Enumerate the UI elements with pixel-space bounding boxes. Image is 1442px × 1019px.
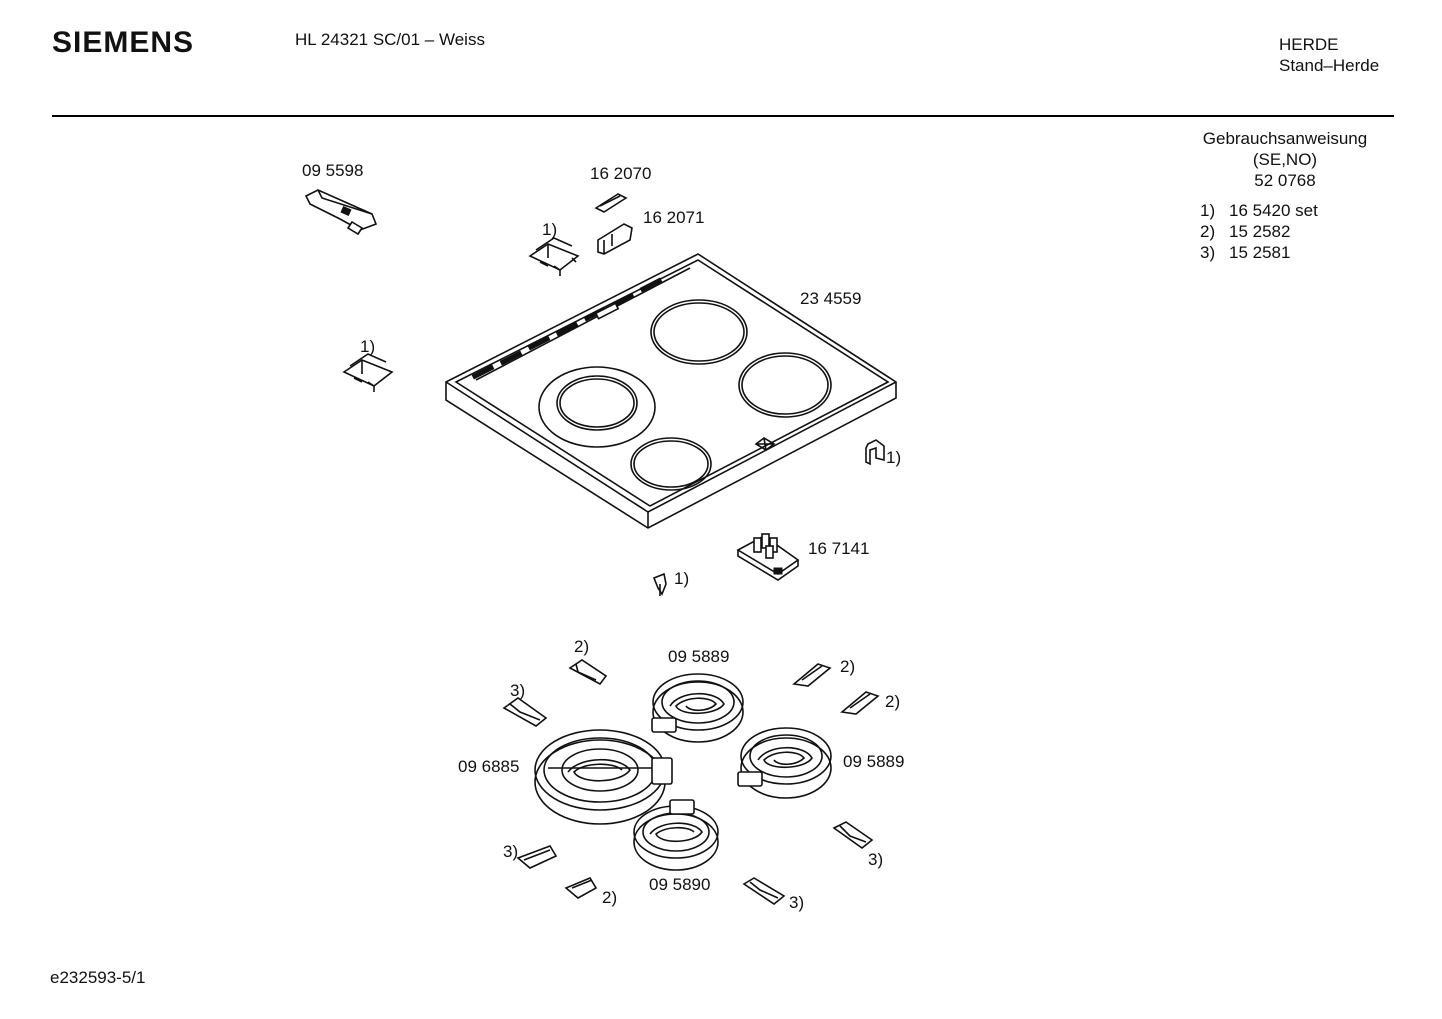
part-096885-element-drawing xyxy=(534,729,673,825)
part-label-095889-top: 09 5889 xyxy=(668,647,730,666)
part-167141-drawing xyxy=(736,533,800,581)
clip-3-c-drawing xyxy=(832,821,874,850)
category-block: HERDE Stand–Herde xyxy=(1279,34,1379,76)
brand-logo: SIEMENS xyxy=(52,26,195,59)
diagram-code: e232593-5/1 xyxy=(50,968,146,987)
part-162070-drawing xyxy=(594,193,628,213)
clip-3-b-drawing xyxy=(516,845,558,869)
part-label-234559: 23 4559 xyxy=(800,289,862,308)
clip-2-a-drawing xyxy=(568,659,608,686)
manual-languages: (SE,NO) xyxy=(1252,150,1318,169)
ref-marker-1: 1) xyxy=(360,337,376,356)
legend-item: 1) 16 5420 set xyxy=(1200,200,1318,221)
legend-item: 2) 15 2582 xyxy=(1200,221,1318,242)
legend-item: 3) 15 2581 xyxy=(1200,242,1318,263)
clip-2-c-drawing xyxy=(840,691,880,715)
part-234559-hob-drawing xyxy=(445,253,897,529)
clip-1-right-drawing xyxy=(865,439,885,466)
legend-value: 16 5420 set xyxy=(1229,201,1318,220)
part-095598-drawing xyxy=(304,189,378,236)
part-label-167141: 16 7141 xyxy=(808,539,870,558)
clip-3-a-drawing xyxy=(502,697,548,727)
part-label-096885: 09 6885 xyxy=(458,757,520,776)
part-label-162071: 16 2071 xyxy=(643,208,705,227)
ref-marker-1: 1) xyxy=(674,569,690,588)
bracket-1-top-drawing xyxy=(528,237,580,276)
part-095889-top-element-drawing xyxy=(651,673,744,743)
ref-marker-3: 3) xyxy=(868,850,884,869)
ref-marker-1: 1) xyxy=(886,448,902,467)
legend-key: 3) xyxy=(1200,243,1216,262)
clip-2-d-drawing xyxy=(564,876,598,899)
ref-marker-3: 3) xyxy=(503,842,519,861)
part-label-162070: 16 2070 xyxy=(590,164,652,183)
part-095890-element-drawing xyxy=(633,799,719,871)
ref-marker-3: 3) xyxy=(510,681,526,700)
ref-marker-2: 2) xyxy=(574,637,590,656)
clip-1-bottom-drawing xyxy=(652,572,667,596)
part-label-095598: 09 5598 xyxy=(302,161,364,180)
legend-key: 1) xyxy=(1200,201,1216,220)
ref-marker-3: 3) xyxy=(789,893,805,912)
manual-number: 52 0768 xyxy=(1254,171,1316,190)
model-title: HL 24321 SC/01 – Weiss xyxy=(295,30,485,49)
part-label-095890: 09 5890 xyxy=(649,875,711,894)
ref-marker-1: 1) xyxy=(542,220,558,239)
part-162071-drawing xyxy=(597,223,633,255)
part-label-095889-right: 09 5889 xyxy=(843,752,905,771)
ref-marker-2: 2) xyxy=(840,657,856,676)
bracket-1-left-drawing xyxy=(342,353,394,392)
ref-marker-2: 2) xyxy=(885,692,901,711)
ref-marker-2: 2) xyxy=(602,888,618,907)
category-line-1: HERDE xyxy=(1279,35,1339,54)
manual-title: Gebrauchsanweisung xyxy=(1202,129,1368,148)
part-095889-right-element-drawing xyxy=(737,727,832,799)
header-divider xyxy=(52,115,1394,117)
legend: 1) 16 5420 set 2) 15 2582 3) 15 2581 xyxy=(1200,200,1318,263)
legend-key: 2) xyxy=(1200,222,1216,241)
clip-2-b-drawing xyxy=(792,663,832,687)
category-line-2: Stand–Herde xyxy=(1279,56,1380,75)
clip-3-d-drawing xyxy=(742,877,786,905)
legend-value: 15 2582 xyxy=(1229,222,1291,241)
legend-value: 15 2581 xyxy=(1229,243,1291,262)
manual-info: Gebrauchsanweisung (SE,NO) 52 0768 xyxy=(1180,128,1390,191)
